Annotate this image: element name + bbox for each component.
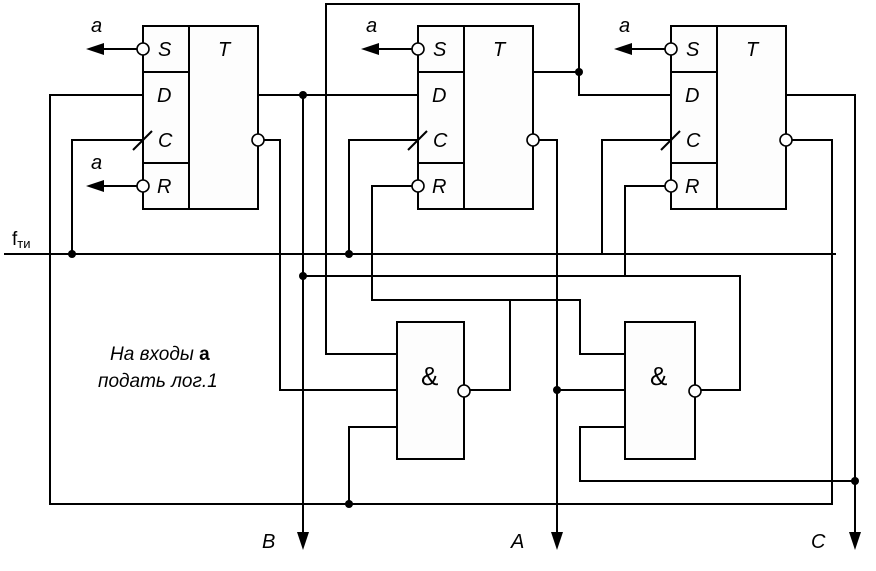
note-line1-bold: a (199, 344, 210, 365)
junction-dot (345, 250, 353, 258)
ff1-set-input-label: a (91, 15, 102, 37)
ff1-set-bubble (136, 42, 150, 56)
gate1-output-bubble (457, 384, 471, 398)
wire-ff3-reset (624, 185, 671, 276)
wire-b-row (303, 275, 741, 391)
ff3-pin-d: D (685, 85, 699, 107)
gate2-output-bubble (688, 384, 702, 398)
ff3-pin-r: R (685, 176, 699, 198)
nand-gate-1: & (396, 321, 471, 460)
ff1-reset-bubble (136, 179, 150, 193)
ff2-qbar-bubble (526, 133, 540, 147)
clock-edge-mark (132, 130, 153, 151)
output-b-label: B (262, 531, 275, 553)
note-line1-text: На входы (110, 344, 199, 365)
output-b-arrow-icon (297, 532, 309, 550)
clock-input-label: fти (12, 229, 31, 251)
wire-ff2-q-loop (325, 3, 580, 355)
wire-ff3-q (786, 94, 856, 534)
junction-dot (299, 272, 307, 280)
ff2-pin-s: S (433, 39, 447, 61)
ff3-pin-c: C (686, 130, 701, 152)
wire-ff3-clock (349, 139, 671, 255)
clock-label-main: f (12, 229, 18, 250)
output-c-label: C (811, 531, 826, 553)
ff3-qbar-bubble (779, 133, 793, 147)
gate1-and-symbol: & (421, 361, 438, 391)
clock-edge-mark (407, 130, 428, 151)
wire-ff2-q (533, 71, 671, 96)
flipflop-3: S D C R T a (614, 15, 793, 210)
ff2-set-arrow-icon (361, 43, 379, 55)
ff1-set-arrow-icon (86, 43, 104, 55)
ff2-pin-d: D (432, 85, 446, 107)
wire-ff1-d-feedback (49, 94, 833, 505)
junction-dot (851, 477, 859, 485)
ff1-qbar-bubble (251, 133, 265, 147)
wire-ff1-clock (71, 139, 143, 254)
ff1-pin-s: S (158, 39, 172, 61)
gate2-and-symbol: & (650, 361, 667, 391)
ff2-set-bubble (411, 42, 425, 56)
clock-label-subscript: ти (17, 236, 30, 251)
ff3-set-bubble (664, 42, 678, 56)
ff2-reset-bubble (411, 179, 425, 193)
ff1-pin-c: C (158, 130, 173, 152)
ff1-reset-input-label: a (91, 152, 102, 174)
wire-ff2-reset (371, 185, 511, 391)
junctions (68, 68, 859, 508)
junction-dot (68, 250, 76, 258)
junction-dot (299, 91, 307, 99)
outputs: B A C (262, 531, 861, 553)
clock-edge-mark (660, 130, 681, 151)
flipflop-2: S D C R T a (361, 15, 540, 210)
ff2-set-input-label: a (366, 15, 377, 37)
ff1-pin-r: R (157, 176, 171, 198)
ff1-reset-arrow-icon (86, 180, 104, 192)
note-line-1: На входы a (110, 344, 210, 365)
ff3-set-input-label: a (619, 15, 630, 37)
output-c-arrow-icon (849, 532, 861, 550)
wire-ff1-qbar (258, 139, 397, 391)
ff3-type-label: T (746, 39, 760, 61)
flipflop-1: S D C R T a a (86, 15, 265, 210)
wire-ff2-qbar (533, 139, 558, 534)
ff2-pin-r: R (432, 176, 446, 198)
ff3-pin-s: S (686, 39, 700, 61)
ff3-reset-bubble (664, 179, 678, 193)
nand-gate-2: & (624, 321, 702, 460)
wires (4, 3, 856, 534)
junction-dot (345, 500, 353, 508)
output-a-arrow-icon (551, 532, 563, 550)
output-a-label: A (510, 531, 524, 553)
ff2-pin-c: C (433, 130, 448, 152)
ff3-set-arrow-icon (614, 43, 632, 55)
ff1-pin-d: D (157, 85, 171, 107)
junction-dot (575, 68, 583, 76)
wire-gate2-in1 (510, 299, 625, 355)
wire-gate2-in3 (579, 426, 855, 482)
junction-dot (553, 386, 561, 394)
wire-ff2-clock (348, 139, 418, 254)
wire-gate1-in3 (348, 426, 397, 504)
note-line-2: подать лог.1 (98, 371, 218, 392)
ff1-type-label: T (218, 39, 232, 61)
ff2-type-label: T (493, 39, 507, 61)
